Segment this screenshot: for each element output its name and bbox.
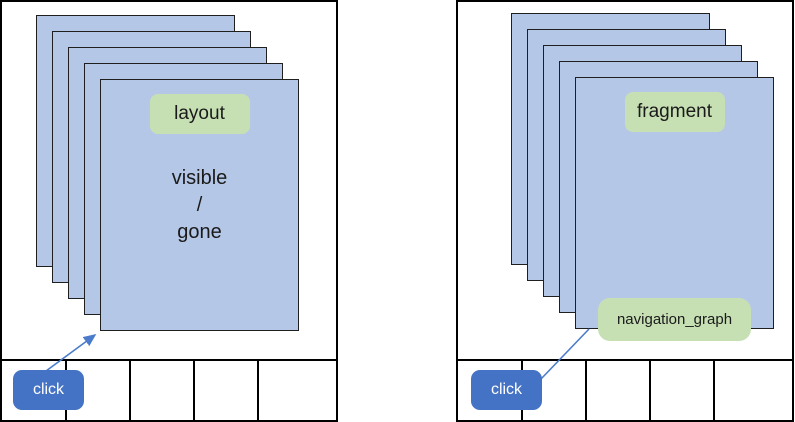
tab-cell [131,361,195,420]
navigation-graph-label: navigation_graph [598,298,751,341]
click-button[interactable]: click [13,370,84,410]
layout-label: layout [149,94,250,134]
fragment-front-card: fragment [575,77,774,329]
fragment-label: fragment [624,92,725,132]
tab-cell [259,361,336,420]
visibility-text-line: visible [171,166,228,189]
tab-cell [715,361,792,420]
tab-cell [523,361,587,420]
visibility-text-line: / [196,193,203,216]
click-button[interactable]: click [471,370,542,410]
visibility-text-line: gone [177,220,222,243]
tab-cell [67,361,131,420]
layout-screen-box: layout visible / gone click [0,0,338,422]
tab-cell [587,361,651,420]
tab-cell [195,361,259,420]
fragment-screen-box: fragment navigation_graph click [456,0,794,422]
tab-cell [651,361,715,420]
layout-front-card: layout visible / gone [100,79,299,331]
visibility-text: visible / gone [101,80,298,330]
